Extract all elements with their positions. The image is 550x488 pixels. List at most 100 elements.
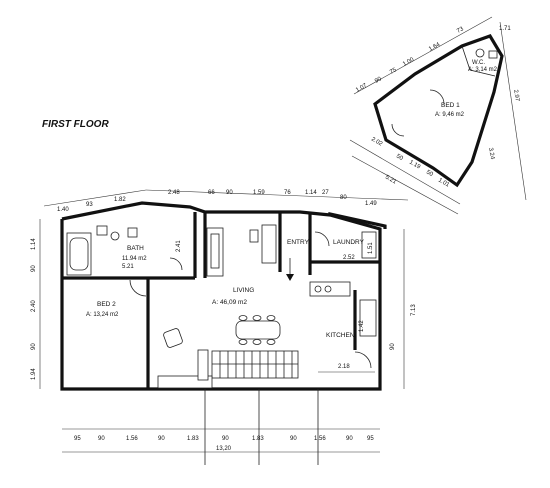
annex-dim-top-5: 1.64 bbox=[428, 42, 442, 53]
dim-bottom-7: 1.83 bbox=[252, 436, 264, 442]
dim-top-8: 76 bbox=[284, 190, 291, 196]
dim-top-10: 27 bbox=[322, 190, 329, 196]
kitchen-counter bbox=[309, 281, 351, 297]
annex-dim-line-bottom bbox=[349, 139, 461, 205]
annex-dim-top-3: 75 bbox=[389, 67, 398, 76]
fireplace-inner bbox=[210, 233, 220, 269]
dim-top-11: 80 bbox=[340, 195, 347, 201]
living-armchair bbox=[163, 328, 183, 348]
bed1-name: BED 1 bbox=[441, 102, 460, 109]
dim-right-inner: 90 bbox=[390, 343, 396, 350]
dim-bottom-total: 13,20 bbox=[216, 446, 232, 452]
fireplace bbox=[206, 227, 224, 277]
laundry-washer bbox=[361, 231, 377, 259]
dim-bottom-4: 90 bbox=[158, 436, 165, 442]
dim-bottom-2: 90 bbox=[98, 436, 105, 442]
annex-dim-top-4: 1.00 bbox=[402, 57, 416, 68]
bath-width-dim: 5.21 bbox=[122, 264, 134, 270]
bath-bidet bbox=[127, 227, 138, 238]
bath-basin bbox=[96, 225, 108, 236]
kitchen-width-dim: 2.18 bbox=[338, 364, 350, 370]
annex-dim-total: 5.21 bbox=[384, 175, 398, 186]
wc-partition bbox=[461, 45, 496, 77]
outer-wall bbox=[60, 201, 382, 391]
dim-top-2: 93 bbox=[86, 202, 93, 208]
dim-bottom-6: 90 bbox=[222, 436, 229, 442]
dimension-left: 1.14 90 2.40 90 1.94 bbox=[31, 219, 41, 389]
dim-top-5: 66 bbox=[208, 190, 215, 196]
dim-top-3: 1.82 bbox=[114, 197, 126, 203]
main-plan: BATH 11.94 m2 5.21 2.41 BED 2 A: 13,24 m… bbox=[60, 201, 387, 465]
dim-top-4: 2.48 bbox=[168, 190, 180, 196]
annex-door-arc bbox=[429, 89, 445, 105]
annex-dim-line-top bbox=[353, 16, 493, 95]
dim-bottom-1: 95 bbox=[74, 436, 81, 442]
dining-chair bbox=[238, 339, 248, 345]
bed2-name: BED 2 bbox=[97, 301, 116, 308]
bath-name: BATH bbox=[127, 245, 144, 252]
dim-top-1: 1.40 bbox=[57, 207, 69, 213]
dim-bottom-9: 1.56 bbox=[314, 436, 326, 442]
laundry-name: LAUNDRY bbox=[333, 239, 365, 246]
dim-left-2: 90 bbox=[31, 265, 37, 272]
dim-left-1: 1.14 bbox=[31, 238, 37, 250]
bed2-area: A: 13,24 m2 bbox=[86, 312, 119, 318]
dim-top-12: 1.49 bbox=[365, 201, 377, 207]
stair-newel bbox=[197, 349, 209, 381]
annex-dim-top-2: 90 bbox=[374, 76, 383, 85]
annex-wing: 1.07 90 75 1.00 1.64 73 1.71 2.97 3.24 2… bbox=[349, 16, 527, 215]
wc-area: A: 3,14 m2 bbox=[468, 67, 498, 73]
staircase-outline bbox=[211, 350, 299, 379]
annex-door-arc-2 bbox=[391, 123, 405, 137]
dim-bottom-10: 90 bbox=[346, 436, 353, 442]
bed2-door-arc bbox=[129, 279, 147, 297]
bath-toilet bbox=[110, 231, 120, 241]
annex-dim-right-1: 2.97 bbox=[512, 89, 520, 102]
annex-dim-bottom-2: 50 bbox=[395, 154, 404, 163]
annex-dim-bottom-1: 2.02 bbox=[370, 137, 384, 148]
annex-dim-line-right bbox=[499, 21, 527, 201]
dim-top-6: 90 bbox=[226, 190, 233, 196]
dim-line-top-right bbox=[145, 189, 409, 201]
annex-outline bbox=[373, 34, 504, 188]
entry-cabinet bbox=[249, 229, 259, 243]
kitchen-hob-2 bbox=[324, 285, 332, 293]
kitchen-door-arc bbox=[354, 351, 372, 369]
dim-bottom-5: 1.83 bbox=[187, 436, 199, 442]
wc-toilet bbox=[475, 48, 485, 58]
dim-bottom-3: 1.56 bbox=[126, 436, 138, 442]
kitchen-hob-1 bbox=[314, 285, 322, 293]
dimension-top: 1.40 93 1.82 2.48 66 90 1.59 76 1.14 27 … bbox=[43, 189, 409, 213]
wc-name: W.C. bbox=[472, 60, 485, 66]
dim-line-top-left bbox=[43, 189, 147, 207]
bath-depth-dim: 2.41 bbox=[176, 240, 182, 252]
annex-dim-bottom-3: 1.19 bbox=[408, 160, 422, 171]
dimension-bottom: 95 90 1.56 90 1.83 90 1.83 90 1.56 90 95… bbox=[62, 428, 380, 453]
dim-bottom-11: 95 bbox=[367, 436, 374, 442]
floor-plan-title: FIRST FLOOR bbox=[42, 119, 109, 130]
staircase bbox=[157, 349, 299, 389]
annex-dim-bottom-4: 50 bbox=[425, 170, 434, 179]
annex-dim-line-total bbox=[351, 155, 459, 215]
dim-right-total: 7.13 bbox=[411, 304, 417, 316]
bed1-area: A: 9,46 m2 bbox=[435, 112, 465, 118]
dining-chair bbox=[252, 315, 262, 321]
dining-table bbox=[235, 320, 281, 340]
laundry-depth-dim: 1.51 bbox=[368, 242, 374, 254]
laundry-door-arc bbox=[314, 231, 330, 247]
kitchen-side-counter bbox=[359, 299, 377, 337]
living-area: A: 46,09 m2 bbox=[212, 299, 247, 306]
dimension-right: 7.13 90 bbox=[390, 229, 417, 389]
bathtub bbox=[66, 232, 92, 276]
dim-top-7: 1.59 bbox=[253, 190, 265, 196]
dim-left-5: 1.94 bbox=[31, 368, 37, 380]
entry-name: ENTRY bbox=[287, 239, 310, 246]
annex-dim-top-7: 1.71 bbox=[499, 26, 511, 32]
entry-arrow-icon bbox=[286, 274, 294, 281]
entry-sofa bbox=[261, 224, 277, 264]
kitchen-name: KITCHEN bbox=[326, 332, 355, 339]
dim-left-3: 2.40 bbox=[31, 300, 37, 312]
wc-basin bbox=[488, 50, 498, 59]
